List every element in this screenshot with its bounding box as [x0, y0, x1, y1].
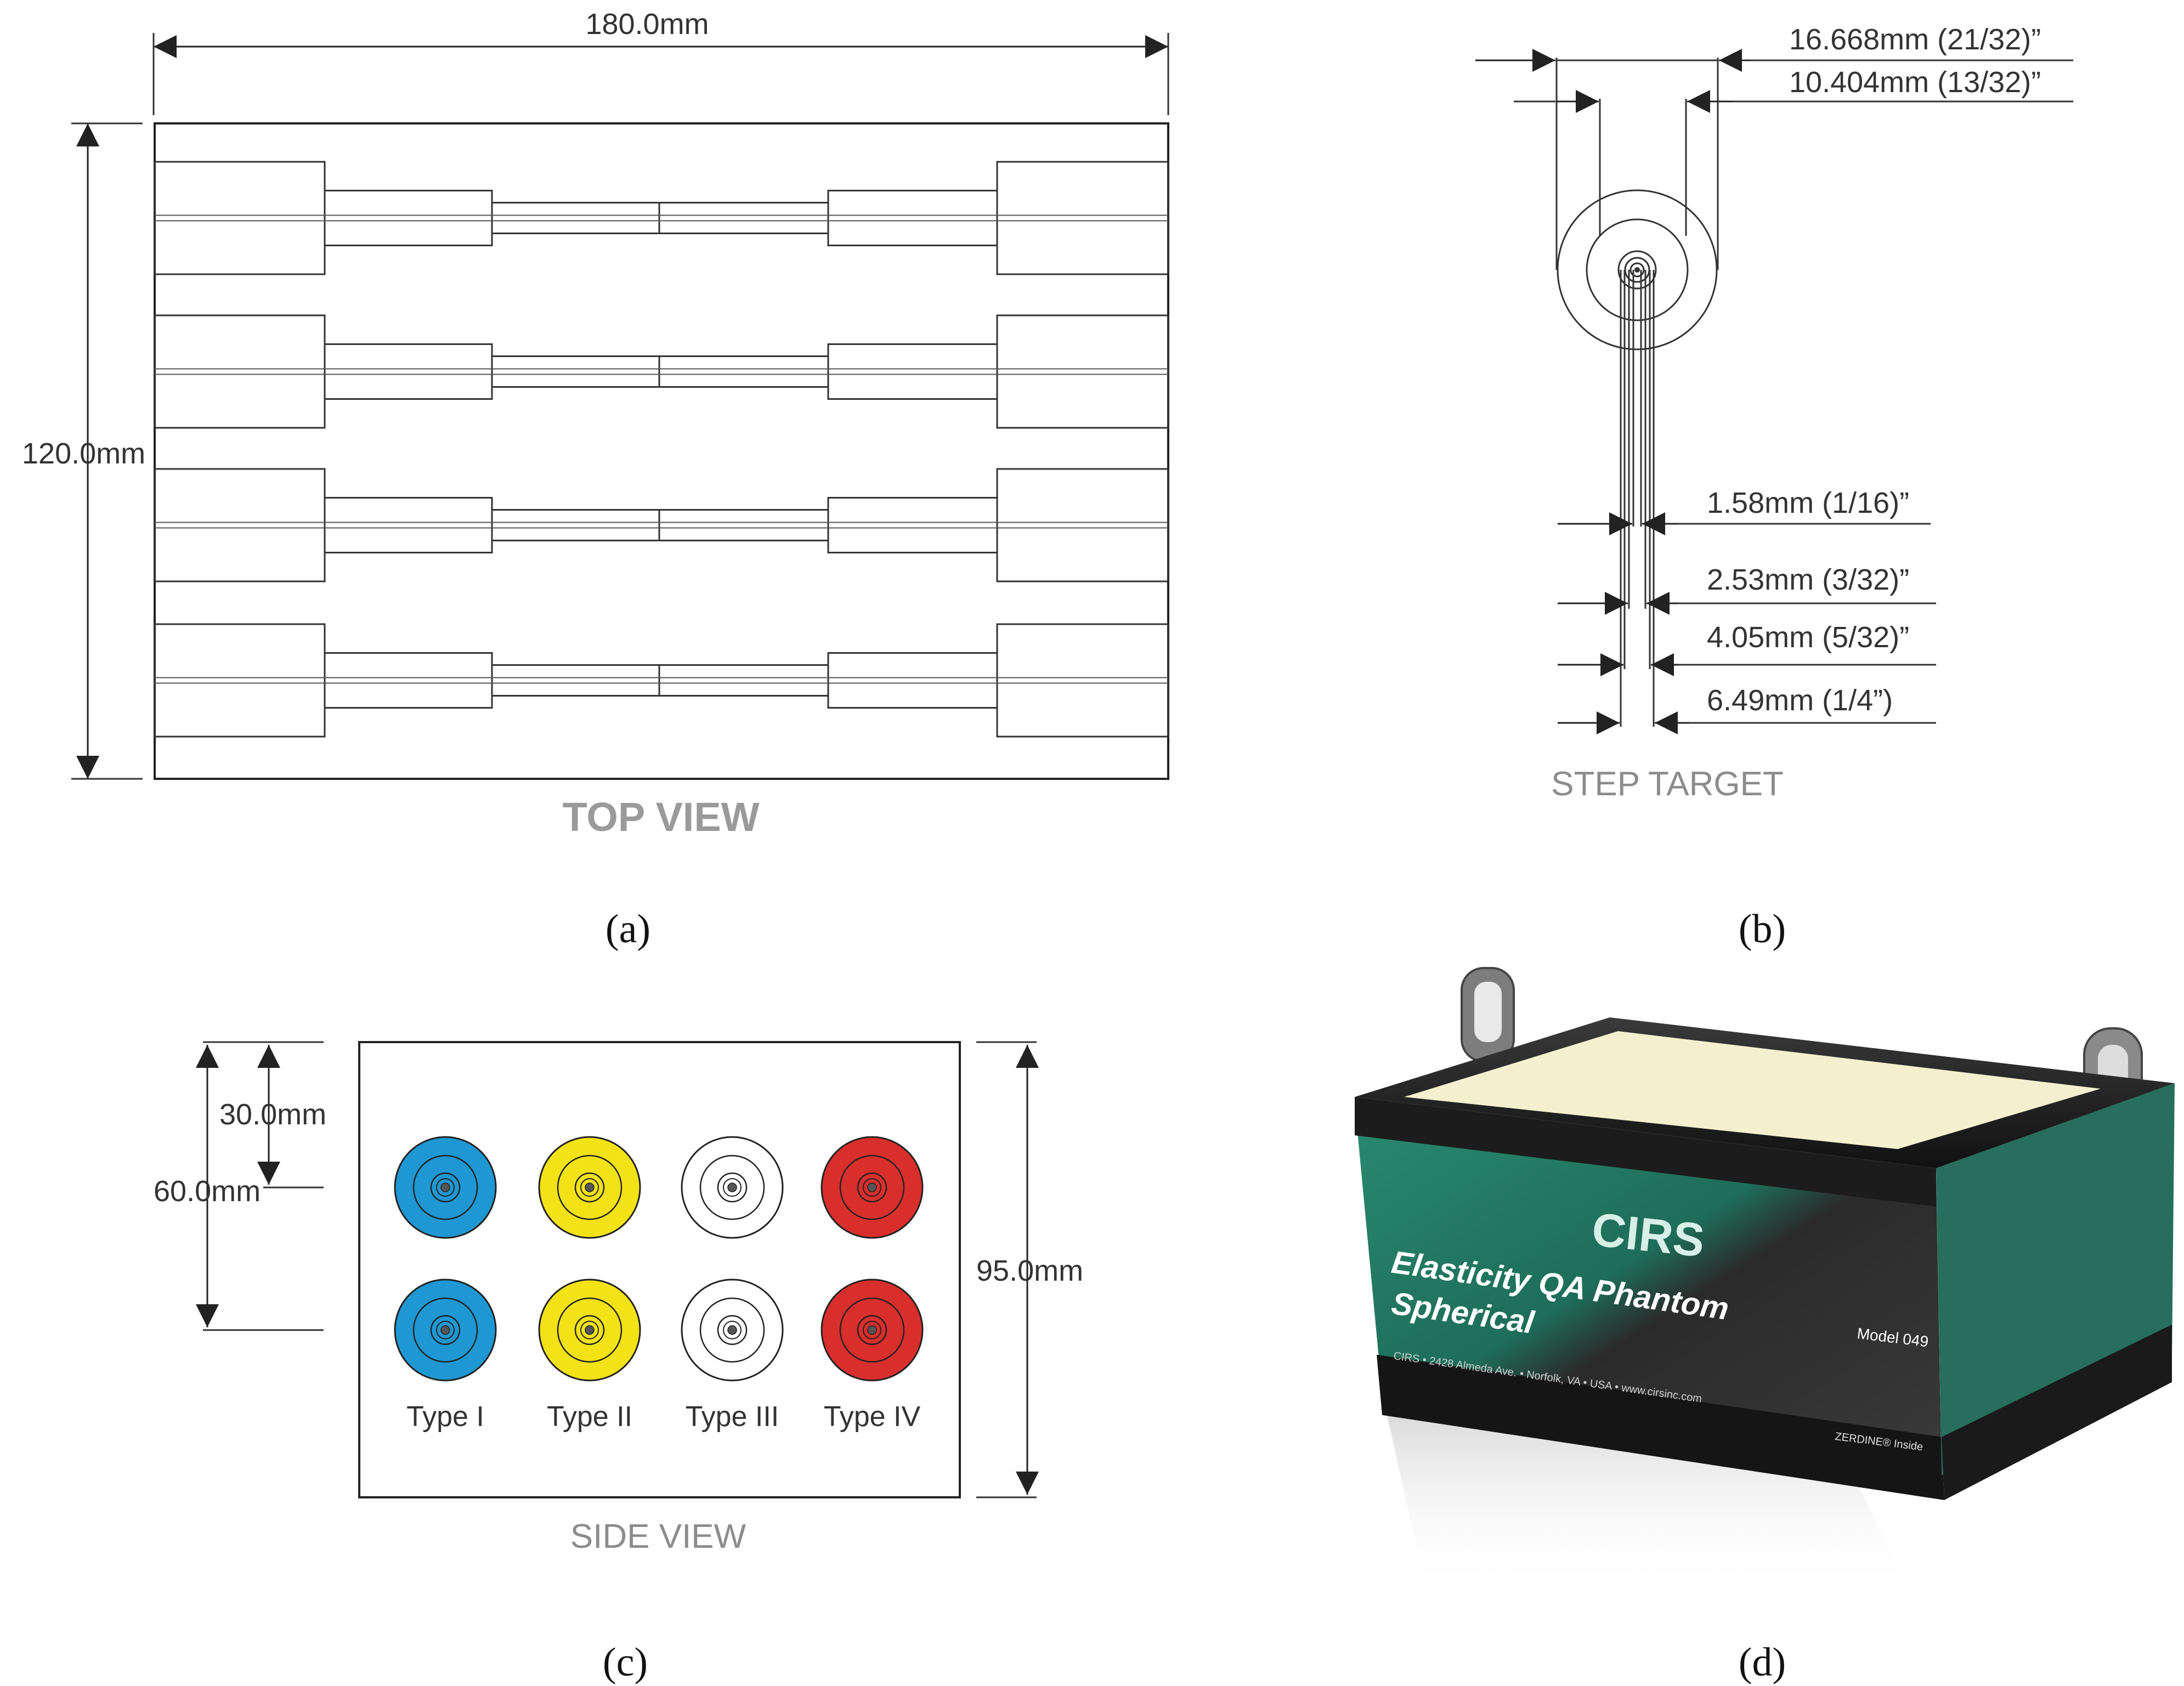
dim-649: 6.49mm (1/4”) — [1707, 684, 1893, 717]
inclusion-disc — [394, 1278, 497, 1382]
inclusion-disc — [821, 1278, 924, 1382]
front-top-band — [1355, 1097, 1936, 1207]
caption-a: (a) — [606, 907, 650, 952]
inclusion-disc — [394, 1136, 497, 1239]
dim-60-label: 60.0mm — [154, 1175, 261, 1208]
inclusion-row — [154, 468, 1169, 582]
width-label: 180.0mm — [585, 8, 709, 41]
box-reflection — [1382, 1393, 1903, 1591]
panel-b-step-target: 16.668mm (21/32)” 10.404mm (13/32)” 1.58… — [1475, 23, 2073, 952]
dim-16668: 16.668mm (21/32)” — [1789, 23, 2041, 56]
inclusion-disc — [681, 1278, 784, 1382]
panel-c-side-view: 95.0mm 30.0mm 60.0mm Type I Type II Type… — [154, 1041, 1083, 1685]
height-label: 120.0mm — [22, 437, 145, 470]
gel-surface — [1404, 1031, 2101, 1149]
type-label-2: Type II — [547, 1401, 632, 1433]
inclusion-rows — [154, 161, 1169, 738]
inclusion-disc — [681, 1136, 784, 1239]
bottom-base — [1377, 1355, 1944, 1500]
target-middle-ring — [1586, 218, 1689, 321]
caption-c: (c) — [603, 1640, 648, 1685]
step-target-title: STEP TARGET — [1551, 765, 1784, 803]
dim-30-label: 30.0mm — [219, 1098, 326, 1131]
side-view-title: SIDE VIEW — [570, 1518, 746, 1555]
inclusion-row — [154, 314, 1169, 429]
dim-405: 4.05mm (5/32)” — [1707, 621, 1909, 654]
type-label-3: Type III — [686, 1401, 779, 1433]
inclusion-disc — [538, 1278, 641, 1382]
target-inner-ring — [1617, 250, 1657, 290]
caption-d: (d) — [1739, 1640, 1786, 1685]
dim-95-label: 95.0mm — [976, 1254, 1083, 1287]
brand-logo: CIRS — [1589, 1203, 1707, 1267]
inclusion-disc — [538, 1136, 641, 1239]
target-outer-ring — [1557, 189, 1718, 350]
inclusion-row — [154, 161, 1169, 275]
type-label-4: Type IV — [824, 1401, 921, 1433]
top-view-title: TOP VIEW — [562, 794, 759, 840]
caption-b: (b) — [1739, 907, 1786, 952]
dim-10404: 10.404mm (13/32)” — [1789, 66, 2041, 99]
top-view-outline — [154, 122, 1169, 780]
left-handle — [1461, 967, 1515, 1062]
dim-158: 1.58mm (1/16)” — [1707, 486, 1909, 519]
inclusion-row — [154, 623, 1169, 738]
dim-253: 2.53mm (3/32)” — [1707, 563, 1909, 596]
panel-a-top-view: 180.0mm 120.0mm TOP VIEW (a) — [22, 8, 1169, 952]
side-view-outline — [358, 1041, 961, 1498]
inclusion-disc — [821, 1136, 924, 1239]
inclusion-discs — [394, 1136, 924, 1382]
type-label-1: Type I — [406, 1401, 484, 1433]
panel-d-phantom-photo: CIRS Elasticity QA Phantom Spherical Mod… — [1355, 967, 2175, 1685]
